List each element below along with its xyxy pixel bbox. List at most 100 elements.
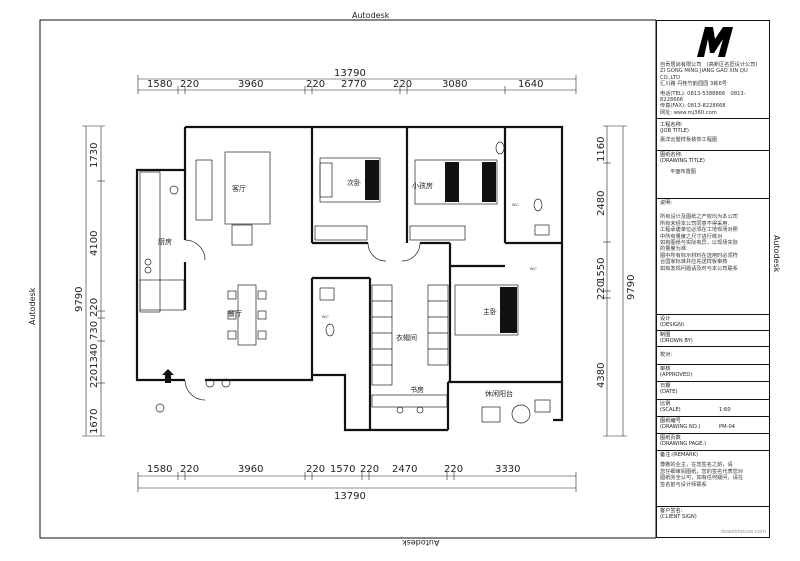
approved-row: 审核 (APPROVED) xyxy=(657,365,769,382)
date-label: 日期 xyxy=(660,383,671,389)
approved-label-en: (APPROVED) xyxy=(660,372,693,379)
notes-title: 说明: xyxy=(660,200,673,206)
design-label: 设计 xyxy=(660,316,671,322)
dim-top-seg: 220 xyxy=(180,79,199,90)
reviewed-row: 校对: xyxy=(657,347,769,365)
dim-bottom-seg: 220 xyxy=(360,464,379,475)
dim-right-seg: 1550 xyxy=(596,258,607,283)
floor-plan: 13790 1580 220 3960 220 2770 220 3080 16… xyxy=(39,19,656,539)
remark-line: 尊敬的业主，在您签名之前，请 xyxy=(660,462,733,469)
dim-bottom-seg: 220 xyxy=(180,464,199,475)
scale-label: 比例 xyxy=(660,401,671,407)
dim-bottom-seg: 1580 xyxy=(147,464,172,475)
scale-value: 1:60 xyxy=(719,407,731,413)
drawing-title-section: 图纸名称: (DRAWING TITLE) 平面布置图 xyxy=(657,151,769,199)
dim-top-seg: 3080 xyxy=(442,79,467,90)
company-info: 自贡居尚有限公司 (高新区名匠设计公司) ZI GONG MING JIANG … xyxy=(657,61,769,119)
dim-top-seg: 1640 xyxy=(518,79,543,90)
note-line: 图中所有标示材料在选用时必须符 xyxy=(660,252,738,259)
dim-top-seg: 220 xyxy=(306,79,325,90)
note-line: 如有发现问题请及时与本公司联系 xyxy=(660,265,738,272)
company-name: 自贡居尚有限公司 (高新区名匠设计公司) xyxy=(660,62,758,68)
dim-top-seg: 220 xyxy=(393,79,412,90)
design-label-en: (DESIGN) xyxy=(660,322,685,329)
dim-left-total: 9790 xyxy=(74,287,85,312)
company-tel: 电话(TEL): 0813-5388866 0813-8228666 xyxy=(660,90,746,104)
date-row: 日期 (DATE) xyxy=(657,382,769,400)
room-kitchen: 厨房 xyxy=(158,237,172,246)
dim-bottom-seg: 2470 xyxy=(392,464,417,475)
room-closet: 衣帽间 xyxy=(396,333,417,342)
client-sign-section: 客户签名: (CLIENT SIGN) dxwebhouse.com xyxy=(657,507,769,537)
note-line: 合国家标准并应先送样板审核 xyxy=(660,259,728,266)
drawn-label-en: (DROWN BY) xyxy=(660,338,693,345)
drawing-no-label-en: (DRAWING NO.) xyxy=(660,424,701,431)
dim-left-seg: 220 xyxy=(89,298,100,317)
dim-top-seg: 1580 xyxy=(147,79,172,90)
dim-bottom-seg: 220 xyxy=(306,464,325,475)
dim-right-seg: 220 xyxy=(596,281,607,300)
dim-right-seg: 2480 xyxy=(596,191,607,216)
dim-top-total: 13790 xyxy=(334,68,366,79)
note-line: 工程承建单位必须在工地现场对照 xyxy=(660,227,738,234)
drawing-label: 图纸名称: xyxy=(660,152,683,158)
remark-line: 您仔细审阅图纸，您的签名代表您对 xyxy=(660,468,744,475)
dim-right-total: 9790 xyxy=(626,275,637,300)
note-line: 所有设计及图纸之产权均为本公司 xyxy=(660,214,738,221)
scale-row: 比例 (SCALE) 1:60 xyxy=(657,400,769,417)
dim-left-seg: 1730 xyxy=(89,143,100,168)
dim-left-seg: 4100 xyxy=(89,231,100,256)
note-line: 中所有量度之尺寸进行核对 xyxy=(660,233,723,240)
job-label: 工程名称: xyxy=(660,122,683,128)
drawn-row: 制图 (DROWN BY) xyxy=(657,331,769,347)
watermark-right: Autodesk xyxy=(772,235,781,273)
notes-section: 说明: 所有设计及图纸之产权均为本公司 所有未经本公司同意不得采用. 工程承建单… xyxy=(657,199,769,315)
wc-label: W.C xyxy=(322,315,329,319)
room-balcony: 休闲阳台 xyxy=(485,389,513,398)
room-dining: 餐厅 xyxy=(228,309,242,318)
drawing-page-label-en: (DRAWING PAGE.) xyxy=(660,441,707,448)
reviewed-label: 校对: xyxy=(660,352,673,358)
job-label-en: (JOB TITLE) xyxy=(660,128,689,135)
dim-bottom-seg: 1570 xyxy=(330,464,355,475)
note-line: 的量度为准. xyxy=(660,246,688,253)
dim-top-seg: 3960 xyxy=(238,79,263,90)
company-name-en: ZI GONG MING JIANG GAO XIN QU CO.,LTD xyxy=(660,68,748,81)
drawing-page-row: 图纸页数 (DRAWING PAGE.) xyxy=(657,434,769,451)
dim-bottom-seg: 220 xyxy=(444,464,463,475)
drawn-label: 制图 xyxy=(660,332,671,338)
drawing-no-label: 图纸编号 xyxy=(660,418,681,424)
note-line: 所有未经本公司同意不得采用. xyxy=(660,220,730,227)
approved-label: 审核 xyxy=(660,366,671,372)
room-study: 书房 xyxy=(410,385,424,394)
drawing-value: 平面布置图 xyxy=(670,168,696,175)
room-second-bedroom: 次卧 xyxy=(347,178,361,187)
date-label-en: (DATE) xyxy=(660,389,678,396)
watermark-top: Autodesk xyxy=(352,11,390,20)
client-sign-label: 客户签名: xyxy=(660,508,683,514)
dim-left-seg: 1670 xyxy=(89,409,100,434)
room-master: 主卧 xyxy=(483,307,497,316)
drawing-label-en: (DRAWING TITLE) xyxy=(660,158,705,165)
client-sign-label-en: (CLIENT SIGN) xyxy=(660,514,697,521)
dim-right-seg: 1160 xyxy=(596,137,607,162)
design-row: 设计 (DESIGN) xyxy=(657,315,769,331)
wc-label: W.C xyxy=(530,267,537,271)
wc-label: W.C xyxy=(512,203,519,207)
remark-line: 图纸完全认可，如有任何疑问，请在 xyxy=(660,475,744,482)
remark-label: 备注:(REMARK) xyxy=(660,452,699,458)
scale-label-en: (SCALE) xyxy=(660,407,681,414)
dim-left-seg: 730 xyxy=(89,321,100,340)
company-fax: 传真(FAX): 0813-8228668 xyxy=(660,103,726,110)
dim-right-seg: 4380 xyxy=(596,363,607,388)
dim-left-seg: 2201340 xyxy=(89,343,100,388)
company-logo-icon xyxy=(697,27,733,57)
drawing-no-value: PM-04 xyxy=(719,424,736,430)
room-kids: 小孩房 xyxy=(412,181,433,190)
dim-bottom-total: 13790 xyxy=(334,491,366,502)
job-value: 嘉洋云墅样板装饰工程图 xyxy=(660,136,718,143)
note-line: 如有图纸与实际有异，以现场实际 xyxy=(660,240,738,247)
drawing-page-label: 图纸页数 xyxy=(660,435,681,441)
entrance-arrow-icon xyxy=(162,369,174,383)
